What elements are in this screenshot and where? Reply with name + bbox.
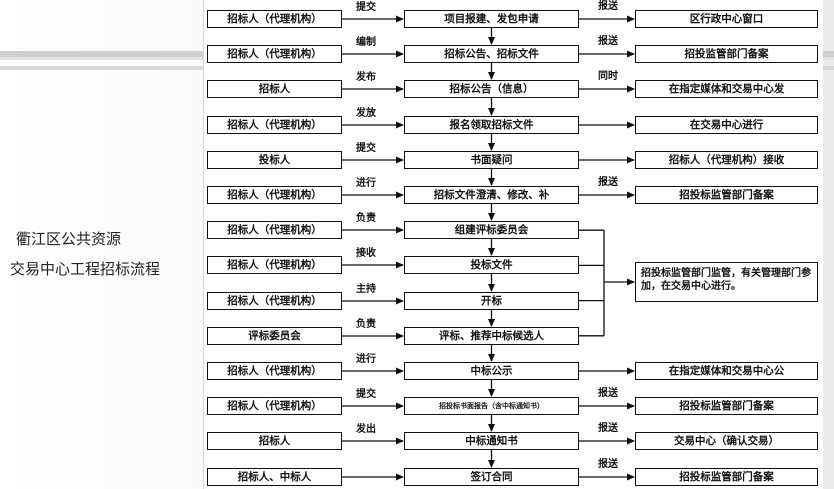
step-box: 报名领取招标文件 (404, 116, 579, 134)
actor-box: 招标人（代理机构） (207, 397, 342, 415)
actor-box: 招标人（代理机构） (207, 292, 342, 310)
step-box: 项目报建、发包申请 (404, 10, 579, 28)
actor-action-label: 编制 (356, 37, 376, 48)
step-box: 招标公告（信息） (404, 80, 579, 98)
step-box: 签订合同 (404, 468, 579, 486)
destination-action-label: 同时 (598, 71, 618, 82)
destination-box: 区行政中心窗口 (635, 10, 818, 28)
destination-box: 招标人（代理机构）接收 (635, 151, 818, 169)
actor-box: 招标人 (207, 432, 342, 450)
actor-action-label: 负责 (356, 319, 376, 330)
destination-box: 招投标监管部门备案 (635, 397, 818, 415)
step-box: 评标、推荐中标候选人 (404, 327, 579, 345)
actor-box: 招标人（代理机构） (207, 221, 342, 239)
destination-box: 在指定媒体和交易中心发 (635, 80, 818, 98)
actor-box: 招标人（代理机构） (207, 362, 342, 380)
destination-action-label: 报送 (598, 36, 618, 47)
actor-box: 招标人（代理机构） (207, 256, 342, 274)
step-box: 组建评标委员会 (404, 221, 579, 239)
actor-box: 招标人（代理机构） (207, 10, 342, 28)
step-box: 招投标书面报告（含中标通知书） (404, 397, 579, 415)
actor-action-label: 提交 (356, 2, 376, 13)
actor-box: 招标人（代理机构） (207, 45, 342, 63)
actor-box: 评标委员会 (207, 327, 342, 345)
side-title-line1: 衢江区公共资源 (16, 230, 122, 248)
actor-action-label: 进行 (356, 354, 376, 365)
step-box: 中标公示 (404, 362, 579, 380)
destination-action-label: 报送 (598, 177, 618, 188)
step-box: 书面疑问 (404, 151, 579, 169)
step-box: 中标通知书 (404, 432, 579, 450)
destination-action-label: 报送 (598, 423, 618, 434)
step-box: 投标文件 (404, 256, 579, 274)
destination-box: 招投标监管部门备案 (635, 186, 818, 204)
step-box: 招标公告、招标文件 (404, 45, 579, 63)
actor-box: 投标人 (207, 151, 342, 169)
step-box: 开标 (404, 292, 579, 310)
destination-action-label: 报送 (598, 459, 618, 470)
step-box: 招标文件澄清、修改、补 (404, 186, 579, 204)
destination-action-label: 报送 (598, 388, 618, 399)
actor-action-label: 主持 (356, 284, 376, 295)
destination-action-label: 报送 (598, 1, 618, 12)
destination-box: 在交易中心进行 (635, 116, 818, 134)
destination-box: 在指定媒体和交易中心公 (635, 362, 818, 380)
supervision-note-box: 招投标监管部门监管，有关管理部门参加，在交易中心进行。 (635, 262, 818, 302)
actor-action-label: 发放 (356, 108, 376, 119)
destination-box: 招投标监管部门备案 (635, 468, 818, 486)
actor-action-label: 提交 (356, 143, 376, 154)
actor-action-label: 进行 (356, 178, 376, 189)
actor-action-label: 提交 (356, 389, 376, 400)
actor-action-label: 接收 (356, 248, 376, 259)
actor-box: 招标人（代理机构） (207, 116, 342, 134)
actor-box: 招标人（代理机构） (207, 186, 342, 204)
actor-action-label: 发布 (356, 72, 376, 83)
side-title-line2: 交易中心工程招标流程 (10, 260, 161, 278)
actor-box: 招标人 (207, 80, 342, 98)
actor-box: 招标人、中标人 (207, 468, 342, 486)
destination-box: 招投监管部门备案 (635, 45, 818, 63)
actor-action-label: 负责 (356, 213, 376, 224)
destination-box: 交易中心（确认交易） (635, 432, 818, 450)
actor-action-label: 发出 (356, 424, 376, 435)
